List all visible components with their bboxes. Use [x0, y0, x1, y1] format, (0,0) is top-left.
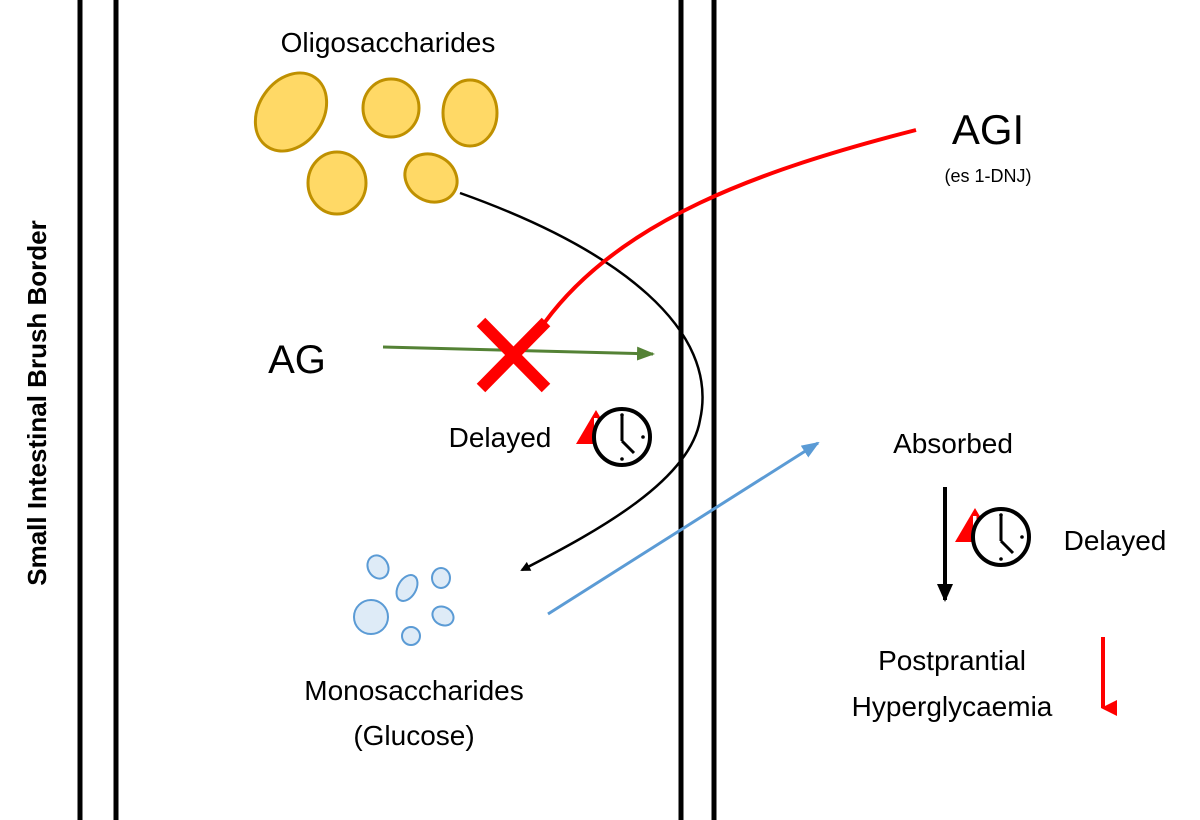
monosaccharide-molecule: [395, 574, 419, 602]
clock-icon: [592, 407, 652, 467]
monosaccharide-molecule: [366, 554, 390, 580]
membrane-lines: [77, 0, 717, 820]
oligosaccharide-molecule: [403, 152, 459, 204]
monosaccharide-molecules: [353, 554, 455, 646]
oligosaccharide-molecule: [253, 71, 329, 153]
inhibitor-example: (es 1-DNJ): [944, 166, 1031, 186]
delayed-label-left: Delayed: [449, 422, 552, 453]
inhibition-line: [543, 128, 917, 324]
monosaccharide-molecule: [353, 599, 389, 635]
oligosaccharide-molecule: [441, 78, 499, 148]
monosaccharide-molecule: [431, 567, 451, 589]
absorbed-label: Absorbed: [893, 428, 1013, 459]
glucose-label: (Glucose): [353, 720, 474, 751]
monosaccharide-molecule: [431, 605, 455, 627]
outcome-line2: Hyperglycaemia: [852, 691, 1053, 722]
oligosaccharide-molecules: [253, 71, 499, 216]
oligosaccharide-molecule: [361, 77, 421, 139]
clock-icon: [971, 507, 1031, 567]
absorption-arrow: [547, 441, 820, 616]
inhibitor-label: AGI: [952, 106, 1024, 153]
oligosaccharide-molecule: [306, 150, 368, 216]
hydrolysis-arrow: [459, 191, 704, 572]
block-x-icon: [476, 317, 551, 393]
enzyme-label: AG: [268, 338, 326, 382]
side-label: Small Intestinal Brush Border: [22, 220, 52, 586]
monosaccharides-label: Monosaccharides: [304, 675, 523, 706]
monosaccharide-molecule: [401, 626, 421, 646]
oligosaccharides-label: Oligosaccharides: [281, 27, 496, 58]
delayed-label-right: Delayed: [1064, 525, 1167, 556]
outcome-line1: Postprantial: [878, 645, 1026, 676]
